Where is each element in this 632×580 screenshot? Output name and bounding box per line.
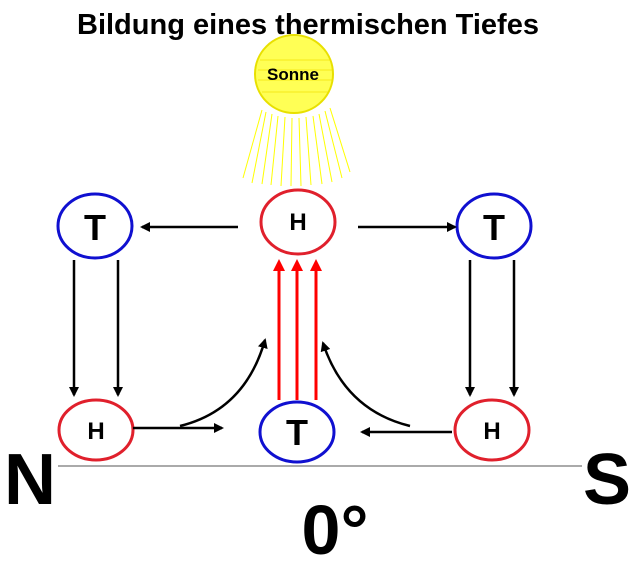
flow-arrows bbox=[69, 222, 519, 437]
node-top-center-label: H bbox=[289, 209, 306, 236]
node-top-right: T bbox=[455, 192, 533, 260]
node-bottom-center-label: T bbox=[286, 412, 308, 453]
sun-rays bbox=[242, 107, 351, 187]
node-top-center: H bbox=[259, 188, 337, 256]
node-bottom-left-label: H bbox=[87, 418, 104, 445]
label-equator: 0° bbox=[302, 491, 369, 569]
sun: Sonne bbox=[254, 34, 334, 114]
node-top-right-label: T bbox=[483, 207, 505, 248]
node-bottom-right-label: H bbox=[483, 418, 500, 445]
sun-label: Sonne bbox=[267, 65, 319, 84]
node-bottom-left: H bbox=[57, 398, 135, 462]
diagram-title: Bildung eines thermischen Tiefes bbox=[77, 9, 539, 41]
label-south: S bbox=[583, 440, 631, 520]
node-bottom-center: T bbox=[258, 400, 336, 464]
updraft-arrows bbox=[273, 259, 322, 400]
node-top-left: T bbox=[56, 192, 134, 260]
label-north: N bbox=[4, 440, 56, 520]
arrow-curve-left bbox=[179, 338, 268, 428]
arrow-curve-right bbox=[320, 341, 411, 428]
node-top-left-label: T bbox=[84, 207, 106, 248]
node-bottom-right: H bbox=[453, 398, 531, 462]
